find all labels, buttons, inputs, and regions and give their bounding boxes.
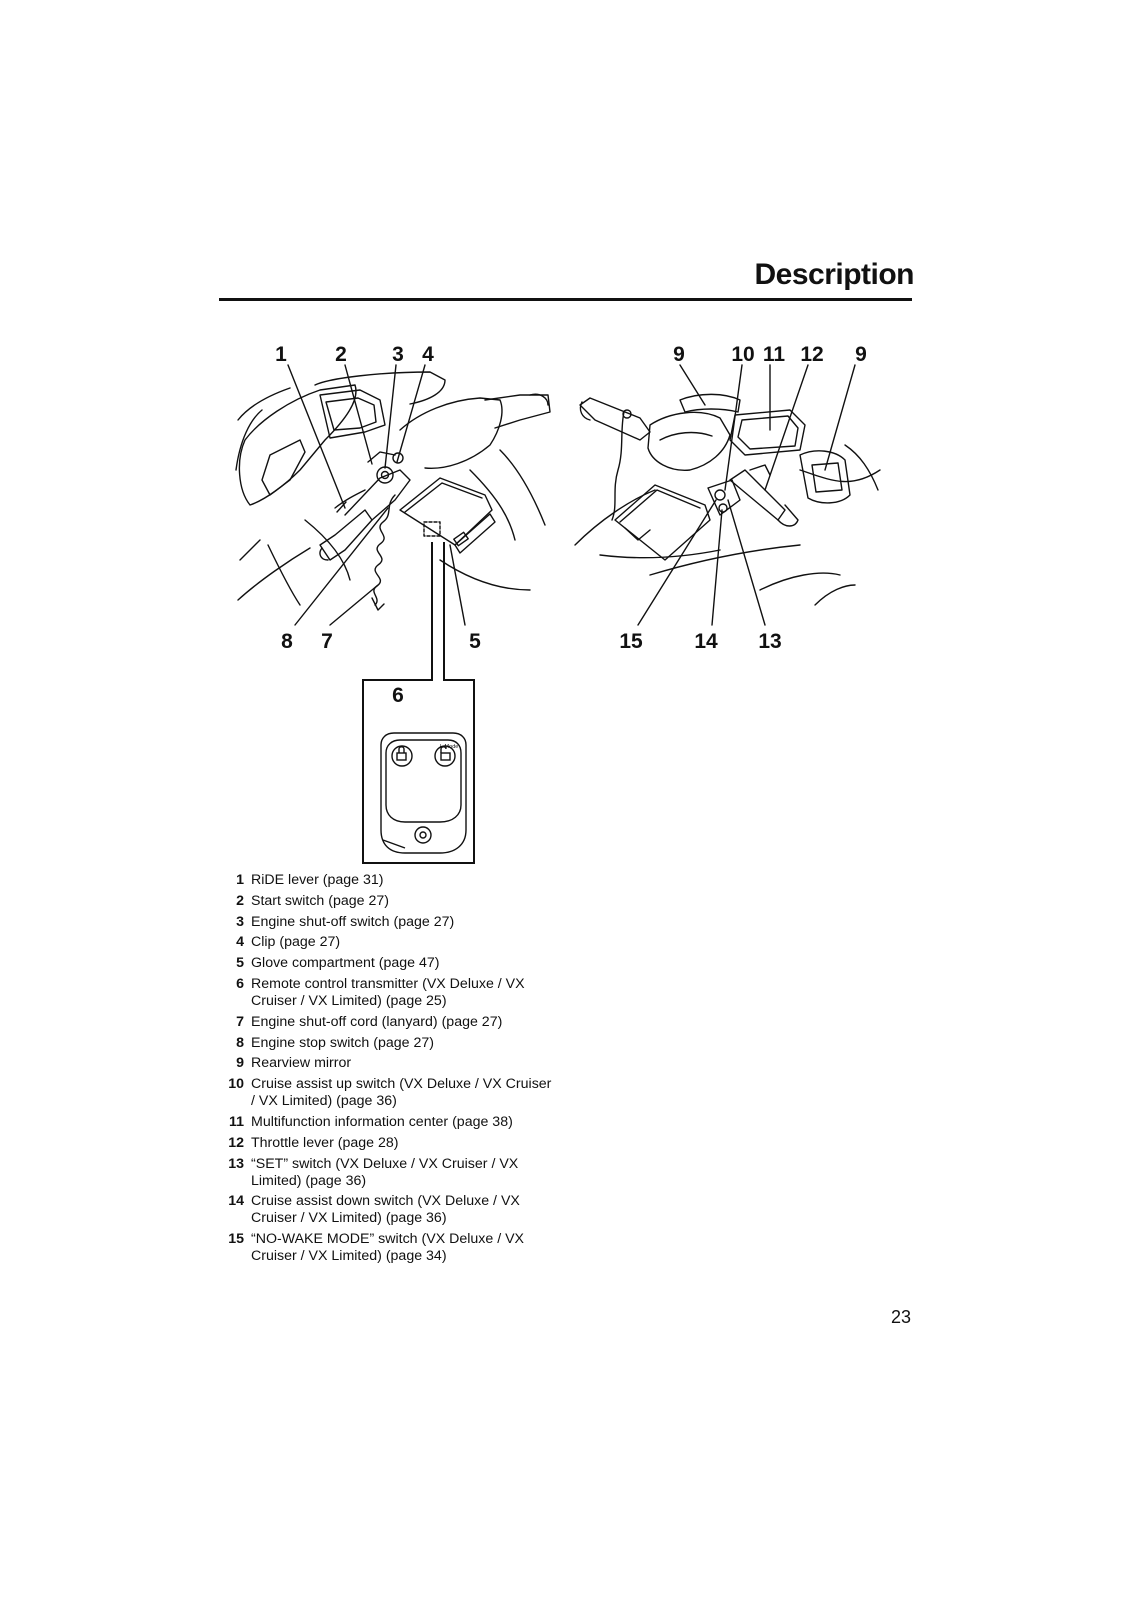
legend-item: 13“SET” switch (VX Deluxe / VX Cruiser /… bbox=[228, 1155, 519, 1189]
left-handlebar-illustration bbox=[235, 371, 551, 611]
callout-10: 10 bbox=[731, 343, 754, 366]
callout-15: 15 bbox=[619, 630, 643, 653]
callout-6: 6 bbox=[392, 684, 404, 707]
legend-item: 15“NO-WAKE MODE” switch (VX Deluxe / VX … bbox=[228, 1231, 525, 1265]
callout-8: 8 bbox=[281, 630, 293, 653]
left-leader-lines bbox=[287, 364, 466, 626]
right-handlebar-illustration bbox=[574, 393, 881, 606]
callout-9-left: 9 bbox=[673, 343, 685, 366]
callout-14: 14 bbox=[694, 630, 718, 653]
callout-1: 1 bbox=[275, 343, 287, 366]
transmitter-label: L-Mode bbox=[440, 744, 459, 750]
callout-2: 2 bbox=[335, 343, 347, 366]
title-rule bbox=[219, 298, 912, 301]
callout-12: 12 bbox=[800, 343, 823, 366]
callout-5: 5 bbox=[469, 630, 481, 653]
page-title: Description bbox=[754, 258, 914, 291]
callout-13: 13 bbox=[758, 630, 781, 653]
remote-transmitter-illustration bbox=[380, 732, 467, 854]
callout-4: 4 bbox=[422, 343, 434, 366]
callout-7: 7 bbox=[321, 630, 333, 653]
callout-3: 3 bbox=[392, 343, 404, 366]
callout-11: 11 bbox=[763, 343, 786, 366]
right-leader-lines bbox=[637, 364, 856, 626]
page-number: 23 bbox=[890, 1307, 911, 1327]
transmitter-inset-frame bbox=[362, 542, 475, 864]
callout-9-right: 9 bbox=[855, 343, 867, 366]
